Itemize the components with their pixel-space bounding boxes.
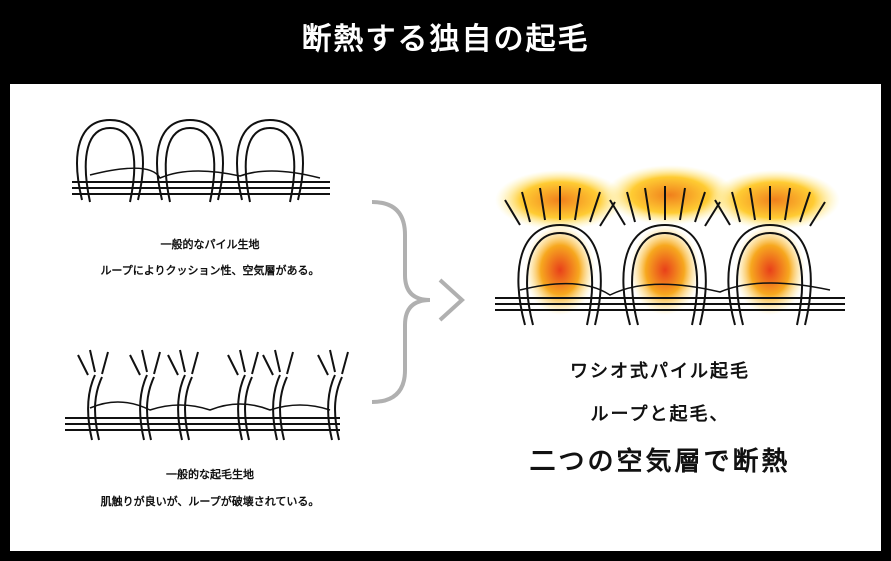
page-title: 断熱する独自の起毛 [301, 22, 590, 57]
arrow-icon [371, 200, 465, 404]
pile-fabric-description: ループによりクッション性、空気層がある。 [100, 264, 320, 277]
pile-fabric-label: 一般的なパイル生地 [160, 238, 260, 251]
washio-fabric-illustration [495, 165, 845, 326]
brushed-fabric-description: 肌触りが良いが、ループが破壊されている。 [100, 495, 320, 508]
washio-description-1: ループと起毛、 [590, 404, 730, 425]
brushed-fabric-illustration [65, 349, 349, 441]
brushed-fabric-label: 一般的な起毛生地 [166, 468, 254, 481]
washio-description-2: 二つの空気層で断熱 [529, 447, 791, 477]
pile-fabric-illustration [72, 118, 330, 203]
washio-label: ワシオ式パイル起毛 [570, 361, 750, 382]
